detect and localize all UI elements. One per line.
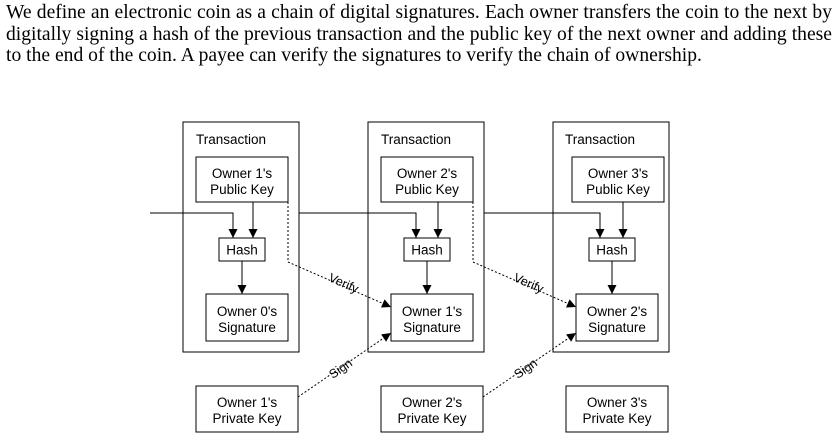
public-key-line-2: Public Key — [210, 182, 274, 197]
transaction-title: Transaction — [565, 132, 635, 147]
public-key-line-2: Public Key — [395, 182, 459, 197]
transaction-3: Transaction Owner 3's Public Key Hash Ow… — [484, 121, 670, 353]
private-key-line-1: Owner 2's — [402, 395, 463, 410]
private-key-line-2: Private Key — [582, 411, 651, 426]
public-key-line-2: Public Key — [586, 182, 650, 197]
intro-paragraph: We define an electronic coin as a chain … — [6, 2, 832, 66]
signature-line-1: Owner 0's — [217, 304, 278, 319]
public-key-box: Owner 1's Public Key — [195, 156, 289, 203]
private-key-box-owner-1: Owner 1's Private Key — [195, 385, 299, 433]
hash-box: Hash — [403, 237, 451, 262]
signature-line-2: Signature — [403, 320, 461, 335]
signature-box: Owner 1's Signature — [390, 293, 474, 342]
signature-box: Owner 2's Signature — [575, 293, 659, 342]
hash-label: Hash — [226, 243, 258, 258]
verify-label-1: Verify — [326, 271, 361, 297]
signature-line-1: Owner 2's — [587, 304, 648, 319]
transaction-2: Transaction Owner 2's Public Key Hash Ow… — [299, 121, 485, 353]
transaction-title: Transaction — [381, 132, 451, 147]
transaction-title: Transaction — [196, 132, 266, 147]
prev-transaction-arrow — [299, 212, 421, 238]
prev-transaction-arrow — [150, 212, 238, 238]
private-key-box-owner-2: Owner 2's Private Key — [380, 385, 484, 433]
public-key-box: Owner 2's Public Key — [380, 156, 474, 203]
verify-arrow-2 — [472, 202, 577, 308]
hash-label: Hash — [596, 243, 628, 258]
public-key-box: Owner 3's Public Key — [571, 156, 665, 203]
private-key-line-1: Owner 3's — [587, 395, 648, 410]
signature-box: Owner 0's Signature — [205, 293, 289, 342]
sign-arrow-2 — [482, 332, 577, 398]
public-key-line-1: Owner 1's — [212, 166, 273, 181]
transaction-1: Transaction Owner 1's Public Key Hash Ow… — [150, 121, 300, 353]
prev-transaction-arrow — [484, 212, 605, 238]
private-key-line-2: Private Key — [212, 411, 281, 426]
sign-arrow-1 — [297, 332, 392, 398]
signature-line-2: Signature — [218, 320, 276, 335]
hash-box: Hash — [218, 237, 266, 262]
signature-line-2: Signature — [588, 320, 646, 335]
public-key-line-1: Owner 3's — [588, 166, 649, 181]
sign-label-1: Sign — [326, 356, 355, 382]
signature-line-1: Owner 1's — [402, 304, 463, 319]
private-key-line-1: Owner 1's — [217, 395, 278, 410]
hash-box: Hash — [588, 237, 636, 262]
verify-label-2: Verify — [511, 271, 546, 297]
public-key-line-1: Owner 2's — [397, 166, 458, 181]
sign-label-2: Sign — [511, 356, 540, 382]
private-key-box-owner-3: Owner 3's Private Key — [565, 385, 669, 433]
private-key-line-2: Private Key — [397, 411, 466, 426]
hash-label: Hash — [411, 243, 443, 258]
verify-arrow-1 — [287, 202, 392, 308]
